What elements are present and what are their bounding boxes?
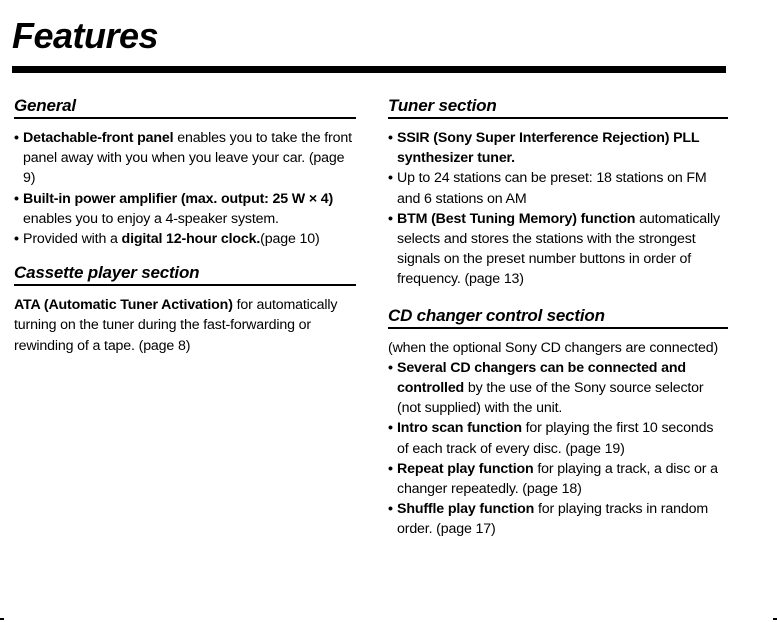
feature-item: •SSIR (Sony Super Interference Rejection… <box>388 128 728 168</box>
bullet: • <box>388 420 393 437</box>
cd-changer-section: CD changer control section (when the opt… <box>388 306 728 540</box>
section-heading-cd-changer: CD changer control section <box>388 306 728 329</box>
feature-item: •Built-in power amplifier (max. output: … <box>14 189 356 229</box>
crop-mark <box>0 618 4 620</box>
feature-text: for playing a track, a disc or a changer… <box>397 460 718 498</box>
feature-bold-text: BTM (Best Tuning Memory) function <box>397 210 636 227</box>
feature-bold-text: ATA (Automatic Tuner Activation) <box>14 297 233 314</box>
feature-text: Provided with a <box>23 231 122 248</box>
general-section: General •Detachable-front panel enables … <box>14 96 356 249</box>
feature-text: for playing the first 10 seconds of each… <box>397 420 714 457</box>
feature-text: (page 10) <box>260 231 320 248</box>
feature-item: •Up to 24 stations can be preset: 18 sta… <box>388 168 728 208</box>
section-heading-tuner: Tuner section <box>388 96 728 119</box>
feature-bold-text: digital 12-hour clock. <box>121 231 261 248</box>
feature-bold-text: SSIR (Sony Super Interference Rejection)… <box>397 130 700 167</box>
feature-bold-text: Several CD changers can be connected and… <box>397 359 686 397</box>
bullet: • <box>388 460 393 477</box>
section-heading-cassette: Cassette player section <box>14 263 356 287</box>
page-title: Features <box>12 15 159 56</box>
feature-item: •Detachable-front panel enables you to t… <box>14 128 356 189</box>
feature-text: for playing tracks in random order. (pag… <box>397 501 709 538</box>
bullet: • <box>388 130 393 146</box>
cassette-paragraph: ATA (Automatic Tuner Activation) for aut… <box>14 295 356 356</box>
bullet: • <box>14 190 19 207</box>
cd-intro: (when the optional Sony CD changers are … <box>388 339 719 356</box>
cassette-section: Cassette player section ATA (Automatic T… <box>14 263 356 356</box>
title-rule <box>12 66 726 73</box>
left-column: General •Detachable-front panel enables … <box>14 96 356 370</box>
feature-bold-text: Repeat play function <box>397 460 534 477</box>
section-heading-general: General <box>14 96 356 119</box>
feature-bold-text: Intro scan function <box>397 420 522 437</box>
feature-item: •Several CD changers can be connected an… <box>388 358 728 419</box>
feature-text: Up to 24 stations can be preset: 18 stat… <box>397 170 707 207</box>
feature-text: enables you to enjoy a 4-speaker system. <box>23 210 279 227</box>
feature-text: for automatically turning on the tuner d… <box>14 297 338 354</box>
bullet: • <box>388 359 393 376</box>
bullet: • <box>388 170 393 187</box>
feature-item: •Provided with a digital 12-hour clock.(… <box>14 229 356 249</box>
feature-item: •Repeat play function for playing a trac… <box>388 459 728 499</box>
feature-bold-text: Shuffle play function <box>397 501 535 518</box>
bullet: • <box>388 501 393 518</box>
feature-item: •Intro scan function for playing the fir… <box>388 418 728 458</box>
feature-bold-text: Built-in power amplifier (max. output: 2… <box>23 190 334 207</box>
bullet: • <box>14 130 19 146</box>
bullet: • <box>14 231 19 248</box>
crop-mark <box>773 618 777 620</box>
feature-item: •Shuffle play function for playing track… <box>388 499 728 539</box>
feature-bold-text: Detachable-front panel <box>23 130 174 146</box>
feature-text: automatically selects and stores the sta… <box>397 210 720 288</box>
feature-text: by the use of the Sony source selector (… <box>397 380 704 417</box>
feature-item: •BTM (Best Tuning Memory) function autom… <box>388 209 728 290</box>
feature-text: enables you to take the front panel away… <box>23 130 352 187</box>
bullet: • <box>388 210 393 227</box>
tuner-section: Tuner section •SSIR (Sony Super Interfer… <box>388 96 728 290</box>
right-column: Tuner section •SSIR (Sony Super Interfer… <box>388 96 728 554</box>
